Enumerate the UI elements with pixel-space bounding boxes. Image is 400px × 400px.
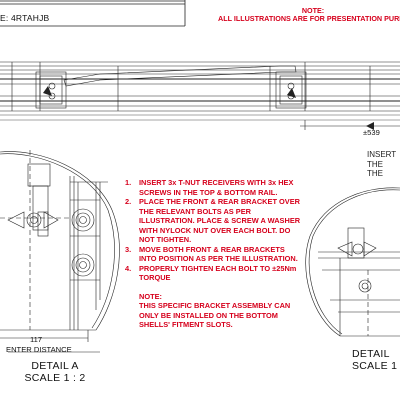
instruction-step-3: 3.MOVE BOTH FRONT & REAR BRACKETS INTO P…: [125, 244, 298, 264]
detail-a-dimension-value: 117: [30, 335, 43, 344]
instruction-step-4: 4.PROPERLY TIGHTEN EACH BOLT TO ±25Nm TO…: [125, 263, 297, 283]
assembly-instructions: 1.INSERT 3x T-NUT RECEIVERS WITH 3x HEX …: [122, 178, 302, 330]
right-note-line1: INSERT: [367, 150, 397, 159]
right-note-line2: THE: [367, 159, 383, 169]
part-code-label: E: 4RTAHJB: [0, 13, 50, 23]
bracket-note-title: NOTE:: [139, 291, 162, 301]
detail-b-title: DETAIL: [352, 348, 390, 360]
callout-markers: [43, 86, 374, 130]
detail-a-scale: SCALE 1 : 2: [24, 372, 86, 384]
detail-a-title: DETAIL A: [31, 360, 79, 372]
detail-b-scale: SCALE 1 :: [352, 360, 400, 372]
detail-b-caption: DETAIL SCALE 1 :: [352, 348, 400, 372]
callout-arrow-b: [287, 88, 296, 98]
detail-a-dimension-label: ENTER DISTANCE: [6, 345, 72, 354]
presentation-note-text: ALL ILLUSTRATIONS ARE FOR PRESENTATION P…: [218, 14, 400, 23]
detail-b-view: [305, 187, 400, 337]
presentation-note: NOTE: ALL ILLUSTRATIONS ARE FOR PRESENTA…: [218, 7, 400, 23]
rail-assembly: [0, 61, 400, 121]
bracket-note-text: THIS SPECIFIC BRACKET ASSEMBLY CAN ONLY …: [139, 301, 291, 329]
callout-arrow-a: [43, 86, 52, 96]
instruction-step-1: 1.INSERT 3x T-NUT RECEIVERS WITH 3x HEX …: [125, 178, 294, 197]
detail-a-caption: DETAIL A SCALE 1 : 2: [20, 360, 90, 384]
right-note-line3: THE: [367, 169, 383, 178]
dimension-line-right: [300, 120, 400, 130]
detail-a-view: [0, 150, 120, 342]
bracket-note: NOTE: THIS SPECIFIC BRACKET ASSEMBLY CAN…: [122, 292, 302, 330]
dimension-right-value: ±539: [363, 128, 380, 137]
title-block: [0, 0, 186, 27]
instruction-step-2: 2.PLACE THE FRONT & REAR BRACKET OVER TH…: [125, 197, 301, 244]
instruction-steps: 1.INSERT 3x T-NUT RECEIVERS WITH 3x HEX …: [122, 178, 302, 283]
presentation-note-title: NOTE:: [301, 6, 325, 15]
right-instruction-note: INSERT THE THE: [367, 150, 396, 179]
